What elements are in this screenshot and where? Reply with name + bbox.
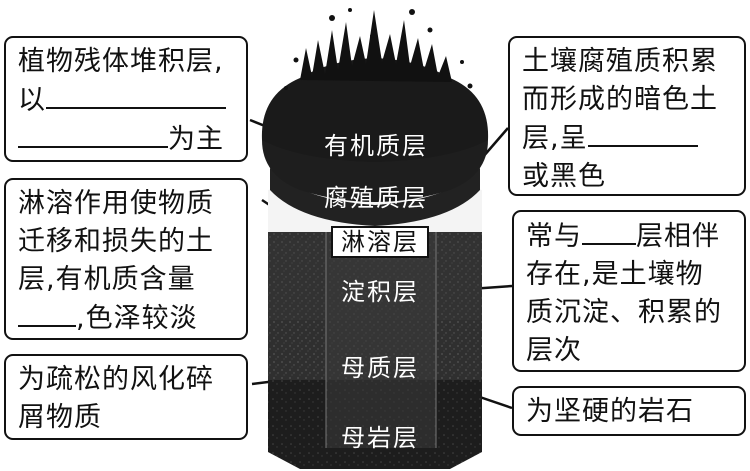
callout-illuvial-line1: 常与 层相伴 [526, 217, 734, 256]
layer-label-eluvial: 淋溶层 [331, 226, 429, 258]
callout-humus-prefix: 层,呈 [522, 123, 588, 154]
callout-organic-prefix: 以 [18, 85, 46, 116]
callout-humus: 土壤腐殖质积累 而形成的暗色土 层,呈 或黑色 [508, 36, 746, 196]
callout-bedrock: 为坚硬的岩石 [512, 386, 746, 436]
callout-illuvial-line4: 层次 [526, 335, 582, 366]
callout-organic-line1: 植物残体堆积层, [18, 46, 224, 77]
callout-eluvial: 淋溶作用使物质 迁移和损失的土 层,有机质含量 ,色泽较淡 [4, 178, 248, 340]
callout-eluvial-line3: 层,有机质含量 [18, 264, 196, 295]
callout-illuvial-line3: 质沉淀、积累的 [526, 297, 722, 328]
callout-organic: 植物残体堆积层, 以 为主 [4, 36, 248, 162]
callout-illuvial: 常与 层相伴 存在,是土壤物 质沉淀、积累的 层次 [512, 210, 746, 372]
organic-layer-shape [261, 58, 489, 162]
callout-illuvial-line2: 存在,是土壤物 [526, 259, 704, 290]
callout-parent: 为疏松的风化碎 屑物质 [4, 354, 248, 440]
callout-eluvial-line1: 淋溶作用使物质 [18, 188, 214, 219]
answer-blank-eluvial[interactable] [18, 299, 76, 327]
callout-bedrock-line1: 为坚硬的岩石 [526, 396, 694, 427]
callout-humus-line3: 层,呈 [522, 119, 734, 158]
callout-parent-line1: 为疏松的风化碎 [18, 364, 214, 395]
litter-fragments [284, 8, 473, 90]
answer-blank-organic-2[interactable] [18, 120, 168, 148]
callout-eluvial-line4: ,色泽较淡 [18, 299, 236, 338]
callout-illuvial-prefix: 常与 [526, 221, 582, 252]
callout-parent-line2: 屑物质 [18, 402, 102, 433]
layer-label-parent: 母质层 [341, 354, 419, 382]
callout-illuvial-suffix: 层相伴 [636, 221, 720, 252]
callout-eluvial-suffix: ,色泽较淡 [76, 303, 198, 334]
answer-blank-humus[interactable] [587, 119, 698, 147]
callout-humus-line2: 而形成的暗色土 [522, 84, 718, 115]
callout-organic-line2: 以 [18, 81, 236, 120]
callout-organic-suffix: 为主 [168, 124, 224, 155]
layer-label-illuvial: 淀积层 [341, 278, 419, 306]
callout-humus-line4: 或黑色 [522, 161, 606, 192]
column-front-face [326, 222, 436, 448]
layer-label-bedrock: 母岩层 [341, 424, 419, 452]
layer-label-humus: 腐殖质层 [324, 184, 428, 212]
humus-layer-shape [270, 168, 480, 226]
callout-organic-line3: 为主 [18, 120, 236, 159]
callout-humus-line1: 土壤腐殖质积累 [522, 46, 718, 77]
layer-label-organic: 有机质层 [324, 132, 428, 160]
answer-blank-organic-1[interactable] [46, 81, 226, 109]
callout-eluvial-line2: 迁移和损失的土 [18, 226, 214, 257]
answer-blank-illuvial[interactable] [582, 217, 636, 245]
